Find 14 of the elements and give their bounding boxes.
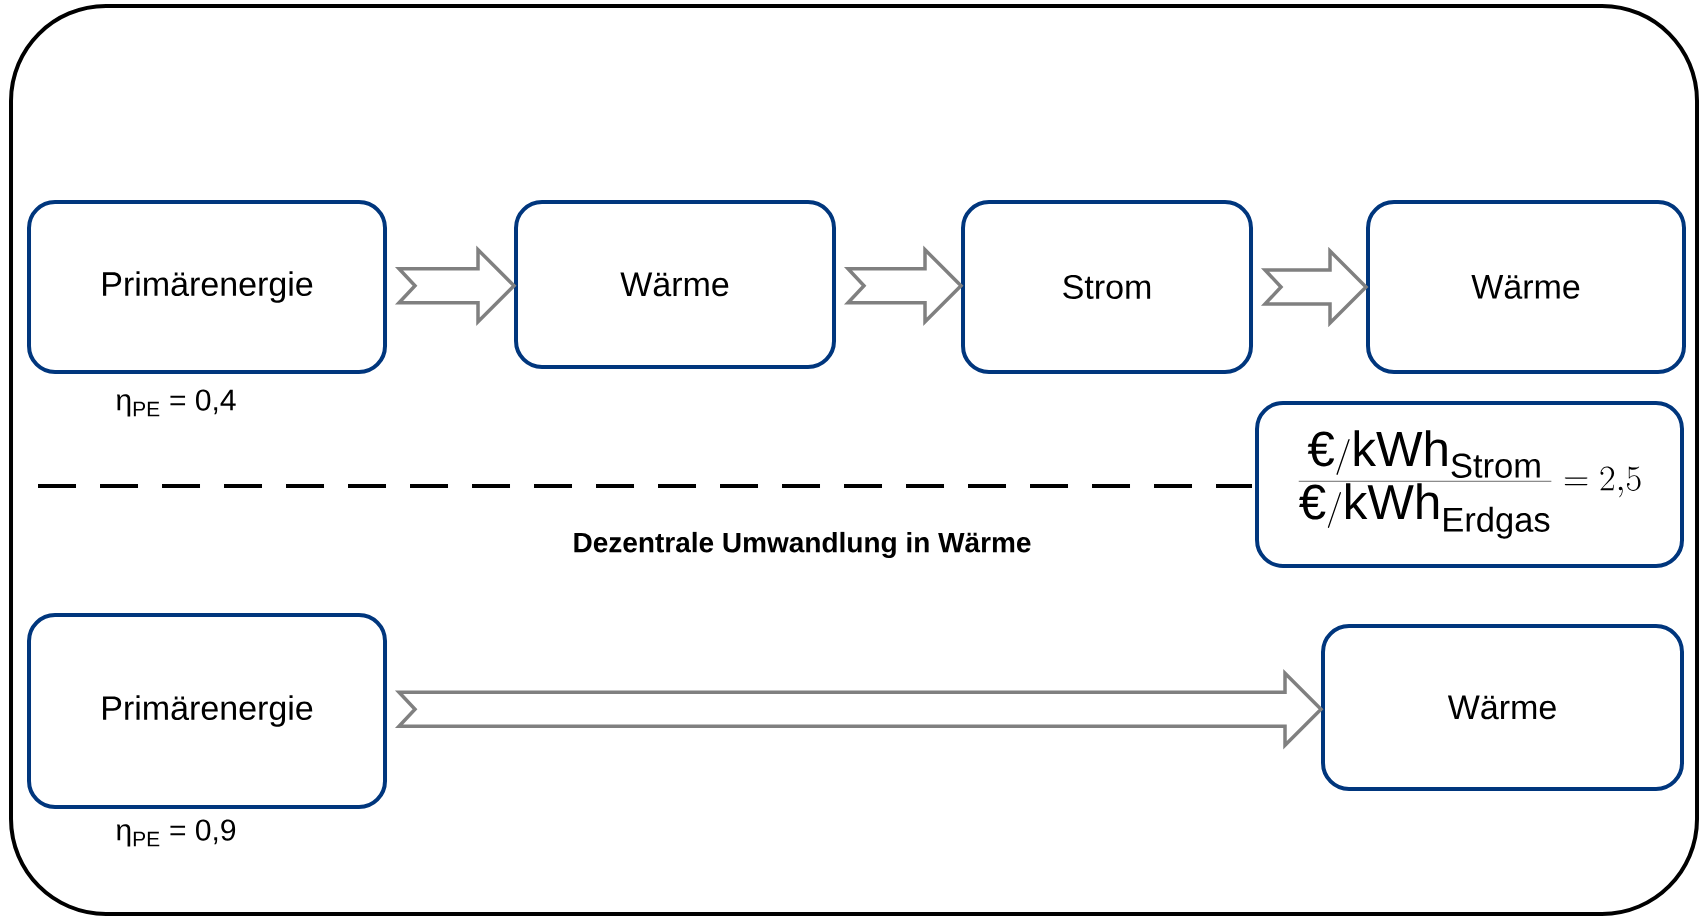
- process-box: Primärenergie: [27, 613, 387, 809]
- section-label: Dezentrale Umwandlung in Wärme: [574, 531, 1031, 559]
- efficiency-label: η$_{PE}$ = 0,4: [117, 389, 236, 417]
- process-box: Wärme: [1321, 624, 1684, 791]
- block-arrow: [1260, 246, 1369, 328]
- process-box: Primärenergie: [27, 200, 387, 374]
- formula-box: $\frac{\mbox{€}/\mathrm{kWh}_{\mathrm{Strom}}}{\mbox{€}/\mathrm{kWh}_{\mathrm{Erdgas}}}=2{,}5$: [1255, 401, 1684, 568]
- block-arrow: [394, 669, 1324, 750]
- efficiency-label: η$_{PE}$ = 0,9: [117, 819, 236, 847]
- process-box: Strom: [961, 200, 1253, 374]
- process-box: Wärme: [514, 200, 836, 369]
- block-arrow: [843, 245, 964, 326]
- process-box: Wärme: [1366, 200, 1686, 374]
- block-arrow: [394, 245, 517, 326]
